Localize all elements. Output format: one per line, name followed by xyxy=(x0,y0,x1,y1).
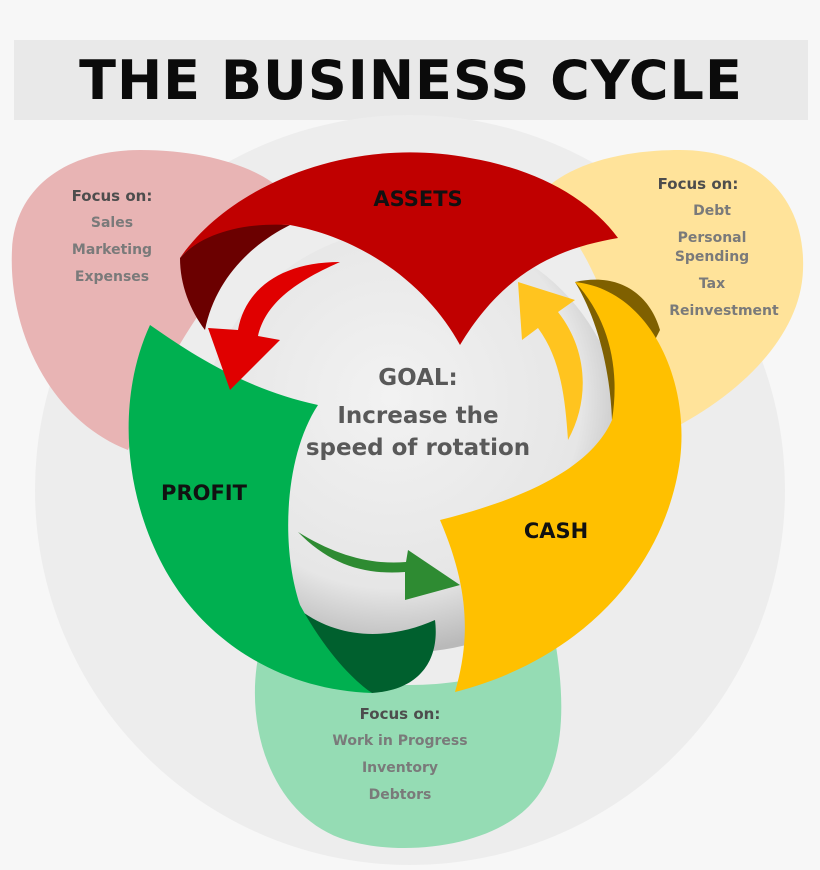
assets-segment xyxy=(180,152,618,345)
cash-segment xyxy=(440,282,682,692)
focus-left-item: Marketing xyxy=(72,242,152,258)
goal-line-2: speed of rotation xyxy=(306,435,530,461)
focus-right-heading: Focus on: xyxy=(658,175,739,193)
profit-label: PROFIT xyxy=(161,481,248,505)
focus-left-item: Sales xyxy=(91,215,133,231)
focus-right-item: Spending xyxy=(675,249,749,265)
profit-segment xyxy=(128,325,372,693)
focus-left-item: Expenses xyxy=(75,269,149,285)
focus-right-item: Debt xyxy=(693,203,731,219)
focus-right-item: Reinvestment xyxy=(669,303,779,319)
focus-blob-bottom xyxy=(254,640,562,849)
goal-line-1: Increase the xyxy=(337,403,498,429)
goal-heading: GOAL: xyxy=(378,365,457,391)
focus-bottom-heading: Focus on: xyxy=(360,705,441,723)
focus-bottom-item: Work in Progress xyxy=(332,733,467,749)
yellow-arrow xyxy=(518,282,583,440)
cash-label: CASH xyxy=(524,519,588,543)
focus-right-item: Personal xyxy=(678,230,747,246)
red-arrow xyxy=(208,262,340,390)
focus-bottom-item: Inventory xyxy=(362,760,438,776)
focus-right-item: Tax xyxy=(699,276,725,292)
page-title: THE BUSINESS CYCLE xyxy=(79,48,743,112)
assets-label: ASSETS xyxy=(373,187,462,211)
title-banner: THE BUSINESS CYCLE xyxy=(14,40,808,120)
profit-shadow xyxy=(300,610,436,693)
green-arrow xyxy=(298,532,460,600)
focus-bottom-item: Debtors xyxy=(369,787,432,803)
assets-shadow xyxy=(180,224,290,330)
focus-left-heading: Focus on: xyxy=(72,187,153,205)
